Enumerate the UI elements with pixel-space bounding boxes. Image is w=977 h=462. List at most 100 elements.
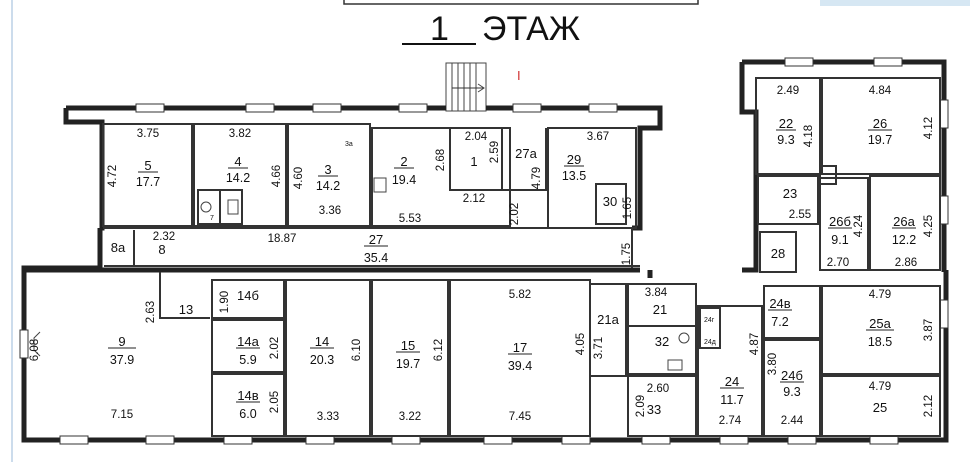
room-number: 21 (653, 302, 667, 317)
svg-text:4.12: 4.12 (923, 117, 935, 139)
room-area: 9.3 (777, 133, 794, 147)
svg-text:2.60: 2.60 (647, 383, 669, 395)
room-number: 25а (869, 316, 891, 331)
svg-text:4.72: 4.72 (107, 165, 119, 187)
room-number: 24в (769, 296, 790, 311)
svg-text:2.12: 2.12 (463, 193, 485, 205)
room-number: 24г (704, 317, 715, 324)
svg-text:2.63: 2.63 (145, 301, 157, 323)
svg-text:3.36: 3.36 (319, 205, 341, 217)
svg-text:2.70: 2.70 (827, 257, 849, 269)
room-number: 8а (111, 240, 126, 255)
svg-text:4.25: 4.25 (923, 215, 935, 237)
room-area: 37.9 (110, 353, 134, 367)
room-area: 17.7 (136, 175, 160, 189)
room-number: 26б (829, 214, 851, 229)
windows (19, 57, 949, 445)
svg-text:2.44: 2.44 (781, 415, 804, 427)
room-area: 19.7 (396, 357, 420, 371)
room-number: 26 (873, 116, 887, 131)
svg-text:6.08: 6.08 (29, 339, 41, 361)
room-area: 6.0 (239, 407, 256, 421)
room-area: 18.5 (868, 335, 892, 349)
room-area: 7.2 (771, 315, 788, 329)
room-number: 5 (144, 158, 151, 173)
floor-number: 1 (430, 10, 449, 48)
sanitary-fixtures (33, 177, 690, 371)
room-number: 14в (237, 388, 258, 403)
room-number: 27 (369, 232, 383, 247)
room-number: 24д (704, 339, 716, 346)
room-number: 9 (118, 334, 125, 349)
room-number: 15 (401, 338, 415, 353)
svg-text:3.67: 3.67 (587, 131, 609, 143)
svg-text:2.09: 2.09 (635, 395, 647, 417)
room-area: 20.3 (310, 353, 334, 367)
svg-text:7.45: 7.45 (509, 411, 531, 423)
svg-text:2.12: 2.12 (923, 395, 935, 417)
svg-text:2.02: 2.02 (509, 203, 521, 225)
svg-text:2.05: 2.05 (269, 391, 281, 413)
svg-text:1.90: 1.90 (219, 291, 231, 313)
room-number: 23 (783, 186, 797, 201)
svg-text:7.15: 7.15 (111, 409, 133, 421)
svg-text:3.87: 3.87 (923, 319, 935, 341)
room-area: 19.4 (392, 173, 416, 187)
corner-stripe (820, 0, 970, 6)
room-number: 28 (771, 246, 785, 261)
svg-text:6.12: 6.12 (433, 339, 445, 361)
svg-text:2.74: 2.74 (719, 415, 742, 427)
svg-text:4.66: 4.66 (271, 165, 283, 187)
room-number: 8 (158, 242, 165, 257)
room-number: 26а (893, 214, 915, 229)
floor-word: ЭТАЖ (482, 10, 580, 48)
svg-text:5.53: 5.53 (399, 213, 421, 225)
room-area: 14.2 (226, 171, 250, 185)
room-number: 22 (779, 116, 793, 131)
room-number: 3 (324, 162, 331, 177)
svg-text:4.79: 4.79 (531, 167, 543, 189)
svg-text:3.22: 3.22 (399, 411, 421, 423)
svg-text:4.60: 4.60 (293, 167, 305, 189)
room-area: 19.7 (868, 133, 892, 147)
interior-walls (102, 77, 941, 437)
svg-text:4.87: 4.87 (749, 333, 761, 355)
room-area: 9.3 (783, 385, 800, 399)
room-number: 21а (597, 312, 619, 327)
svg-text:4.84: 4.84 (869, 85, 892, 97)
svg-text:4.24: 4.24 (853, 214, 865, 237)
stair-mark: I (517, 68, 521, 83)
dimension-labels: 3.75 4.72 3.82 4.66 4.60 3.36 2.68 5.53 … (29, 85, 935, 427)
room-area: 5.9 (239, 353, 256, 367)
room-number: 14 (315, 334, 329, 349)
room-area: 14.2 (316, 179, 340, 193)
svg-text:3.82: 3.82 (229, 128, 251, 140)
room-number: 33 (647, 402, 661, 417)
svg-text:4.18: 4.18 (803, 125, 815, 147)
svg-text:4.05: 4.05 (575, 333, 587, 355)
room-area: 13.5 (562, 169, 586, 183)
svg-text:2.32: 2.32 (153, 231, 175, 243)
svg-text:3.33: 3.33 (317, 411, 339, 423)
svg-text:2.02: 2.02 (269, 337, 281, 359)
svg-text:6.10: 6.10 (351, 339, 363, 361)
room-number: 24 (725, 374, 739, 389)
room-area: 35.4 (364, 251, 388, 265)
room-labels: 5 17.7 4 14.2 3 14.2 3а 2 19.4 1 27а 29 … (108, 116, 916, 421)
title-frame (343, 0, 699, 5)
room-area: 9.1 (831, 233, 848, 247)
svg-text:2.04: 2.04 (465, 131, 488, 143)
stairs-icon (445, 62, 487, 112)
room-number: 14а (237, 334, 259, 349)
svg-text:4.79: 4.79 (869, 289, 891, 301)
svg-text:2.59: 2.59 (489, 141, 501, 163)
svg-text:5.82: 5.82 (509, 289, 531, 301)
svg-text:2.86: 2.86 (895, 257, 917, 269)
svg-text:2.55: 2.55 (789, 209, 811, 221)
room-number: 27а (515, 146, 537, 161)
room-number: 13 (179, 302, 193, 317)
room-number: 3а (345, 141, 353, 148)
room-number: 1 (470, 154, 477, 169)
svg-text:18.87: 18.87 (268, 233, 297, 245)
